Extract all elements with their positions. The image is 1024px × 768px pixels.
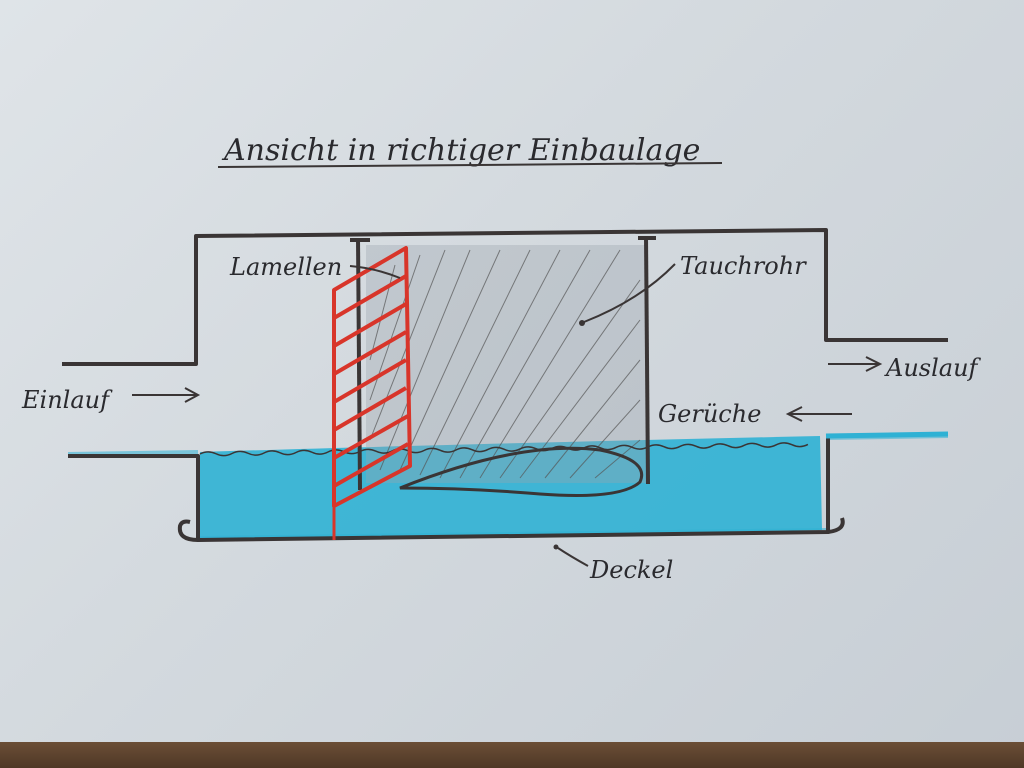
label-deckel: Deckel xyxy=(589,556,673,584)
float-loop xyxy=(399,446,643,497)
desk-edge xyxy=(0,742,1024,768)
water-body xyxy=(200,436,822,540)
diagram-title: Ansicht in richtiger Einbaulage xyxy=(221,133,700,168)
leader-lines xyxy=(132,263,883,567)
label-tauchrohr: Tauchrohr xyxy=(680,252,807,280)
trap-diagram: Ansicht in richtiger Einbaulage xyxy=(21,133,982,584)
lamellen-louvre xyxy=(332,246,412,508)
deckel-dot xyxy=(553,544,559,550)
tauchrohr-dot xyxy=(579,320,585,326)
label-gerueche: Gerüche xyxy=(658,400,761,428)
label-einlauf: Einlauf xyxy=(21,386,113,414)
label-auslauf: Auslauf xyxy=(884,354,982,382)
housing-outline xyxy=(62,228,948,542)
label-lamellen: Lamellen xyxy=(229,253,342,281)
tauchrohr-walls xyxy=(350,235,656,491)
tauchrohr-hatch-lines xyxy=(369,249,641,479)
title-underline xyxy=(217,162,723,168)
water-surface xyxy=(199,442,809,457)
outlet-water-line xyxy=(825,431,949,439)
